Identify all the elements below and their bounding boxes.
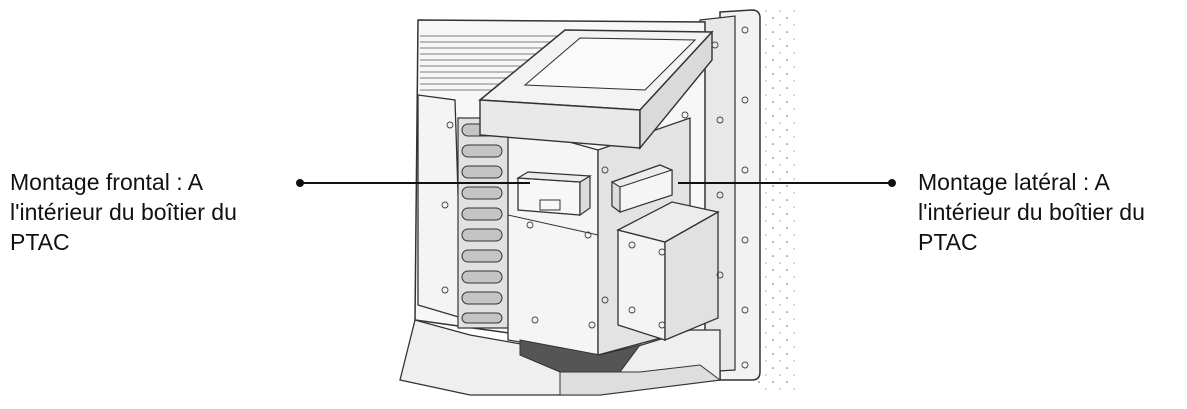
top-grille xyxy=(420,35,560,91)
front-mount-label-line: l'intérieur du boîtier du xyxy=(10,199,237,225)
left-panel xyxy=(417,94,463,319)
front-inner-panel xyxy=(507,124,599,356)
front-mount-label: Montage frontal : A l'intérieur du boîti… xyxy=(10,167,237,257)
leader-line-front xyxy=(296,179,530,187)
floor-step xyxy=(559,364,722,396)
front-sensor-icon xyxy=(516,171,592,217)
front-mount-label-line: PTAC xyxy=(10,229,70,255)
side-sensor-icon xyxy=(611,164,673,214)
side-mount-label: Montage latéral : A l'intérieur du boîti… xyxy=(918,167,1145,257)
side-mount-label-line: Montage latéral : A xyxy=(918,169,1110,195)
side-mount-label-line: l'intérieur du boîtier du xyxy=(918,199,1145,225)
side-mount-label-line: PTAC xyxy=(918,229,978,255)
electrical-box-top xyxy=(616,201,720,243)
electrical-box-front xyxy=(617,229,666,341)
screws xyxy=(441,26,749,369)
top-lid-side xyxy=(639,30,713,150)
leader-line-side xyxy=(678,179,896,187)
wall-texture xyxy=(755,10,800,390)
lid-panel xyxy=(523,37,697,91)
front-mount-label-line: Montage frontal : A xyxy=(10,169,204,195)
